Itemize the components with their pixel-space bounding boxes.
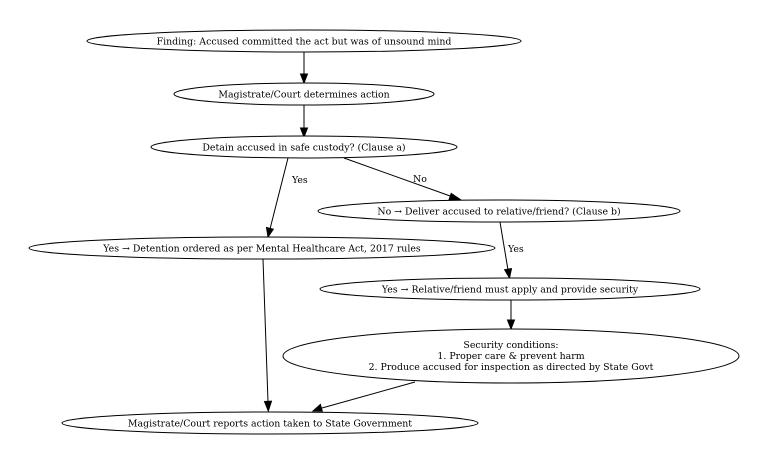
node-report-label: Magistrate/Court reports action taken to… — [128, 419, 412, 430]
node-detention-label: Yes → Detention ordered as per Mental He… — [102, 244, 421, 255]
node-security-requirement-label: Yes → Relative/friend must apply and pro… — [381, 285, 639, 296]
node-detain-question-label: Detain accused in safe custody? (Clause … — [202, 143, 405, 154]
node-finding-label: Finding: Accused committed the act but w… — [157, 37, 452, 48]
node-security-conditions: Security conditions: 1. Proper care & pr… — [282, 328, 740, 384]
node-security-conditions-line2: 1. Proper care & prevent harm — [437, 351, 584, 362]
edge-detain-to-detention — [265, 157, 289, 239]
node-deliver-question: No → Deliver accused to relative/friend?… — [317, 199, 681, 223]
edge-security-to-conditions — [506, 300, 516, 331]
node-determine: Magistrate/Court determines action — [173, 82, 435, 106]
node-security-conditions-line1: Security conditions: — [463, 340, 558, 351]
edge-conditions-to-report — [311, 381, 416, 412]
edge-determine-to-detain — [299, 105, 309, 139]
node-deliver-question-label: No → Deliver accused to relative/friend?… — [377, 207, 620, 218]
node-determine-label: Magistrate/Court determines action — [218, 90, 389, 101]
edge-deliver-to-security — [499, 221, 513, 280]
node-detention: Yes → Detention ordered as per Mental He… — [28, 236, 496, 260]
node-detain-question: Detain accused in safe custody? (Clause … — [150, 135, 458, 159]
node-security-requirement: Yes → Relative/friend must apply and pro… — [319, 277, 701, 301]
edge-label-no-detain: No — [413, 174, 427, 185]
node-security-conditions-line3: 2. Produce accused for inspection as dir… — [369, 362, 654, 373]
node-finding: Finding: Accused committed the act but w… — [86, 29, 522, 53]
edge-detain-to-deliver — [343, 157, 463, 201]
edge-label-yes-detain: Yes — [291, 175, 308, 186]
edge-finding-to-determine — [299, 52, 309, 85]
edge-detention-to-report — [262, 258, 273, 413]
edge-label-yes-deliver: Yes — [507, 244, 524, 255]
node-report: Magistrate/Court reports action taken to… — [61, 411, 479, 435]
